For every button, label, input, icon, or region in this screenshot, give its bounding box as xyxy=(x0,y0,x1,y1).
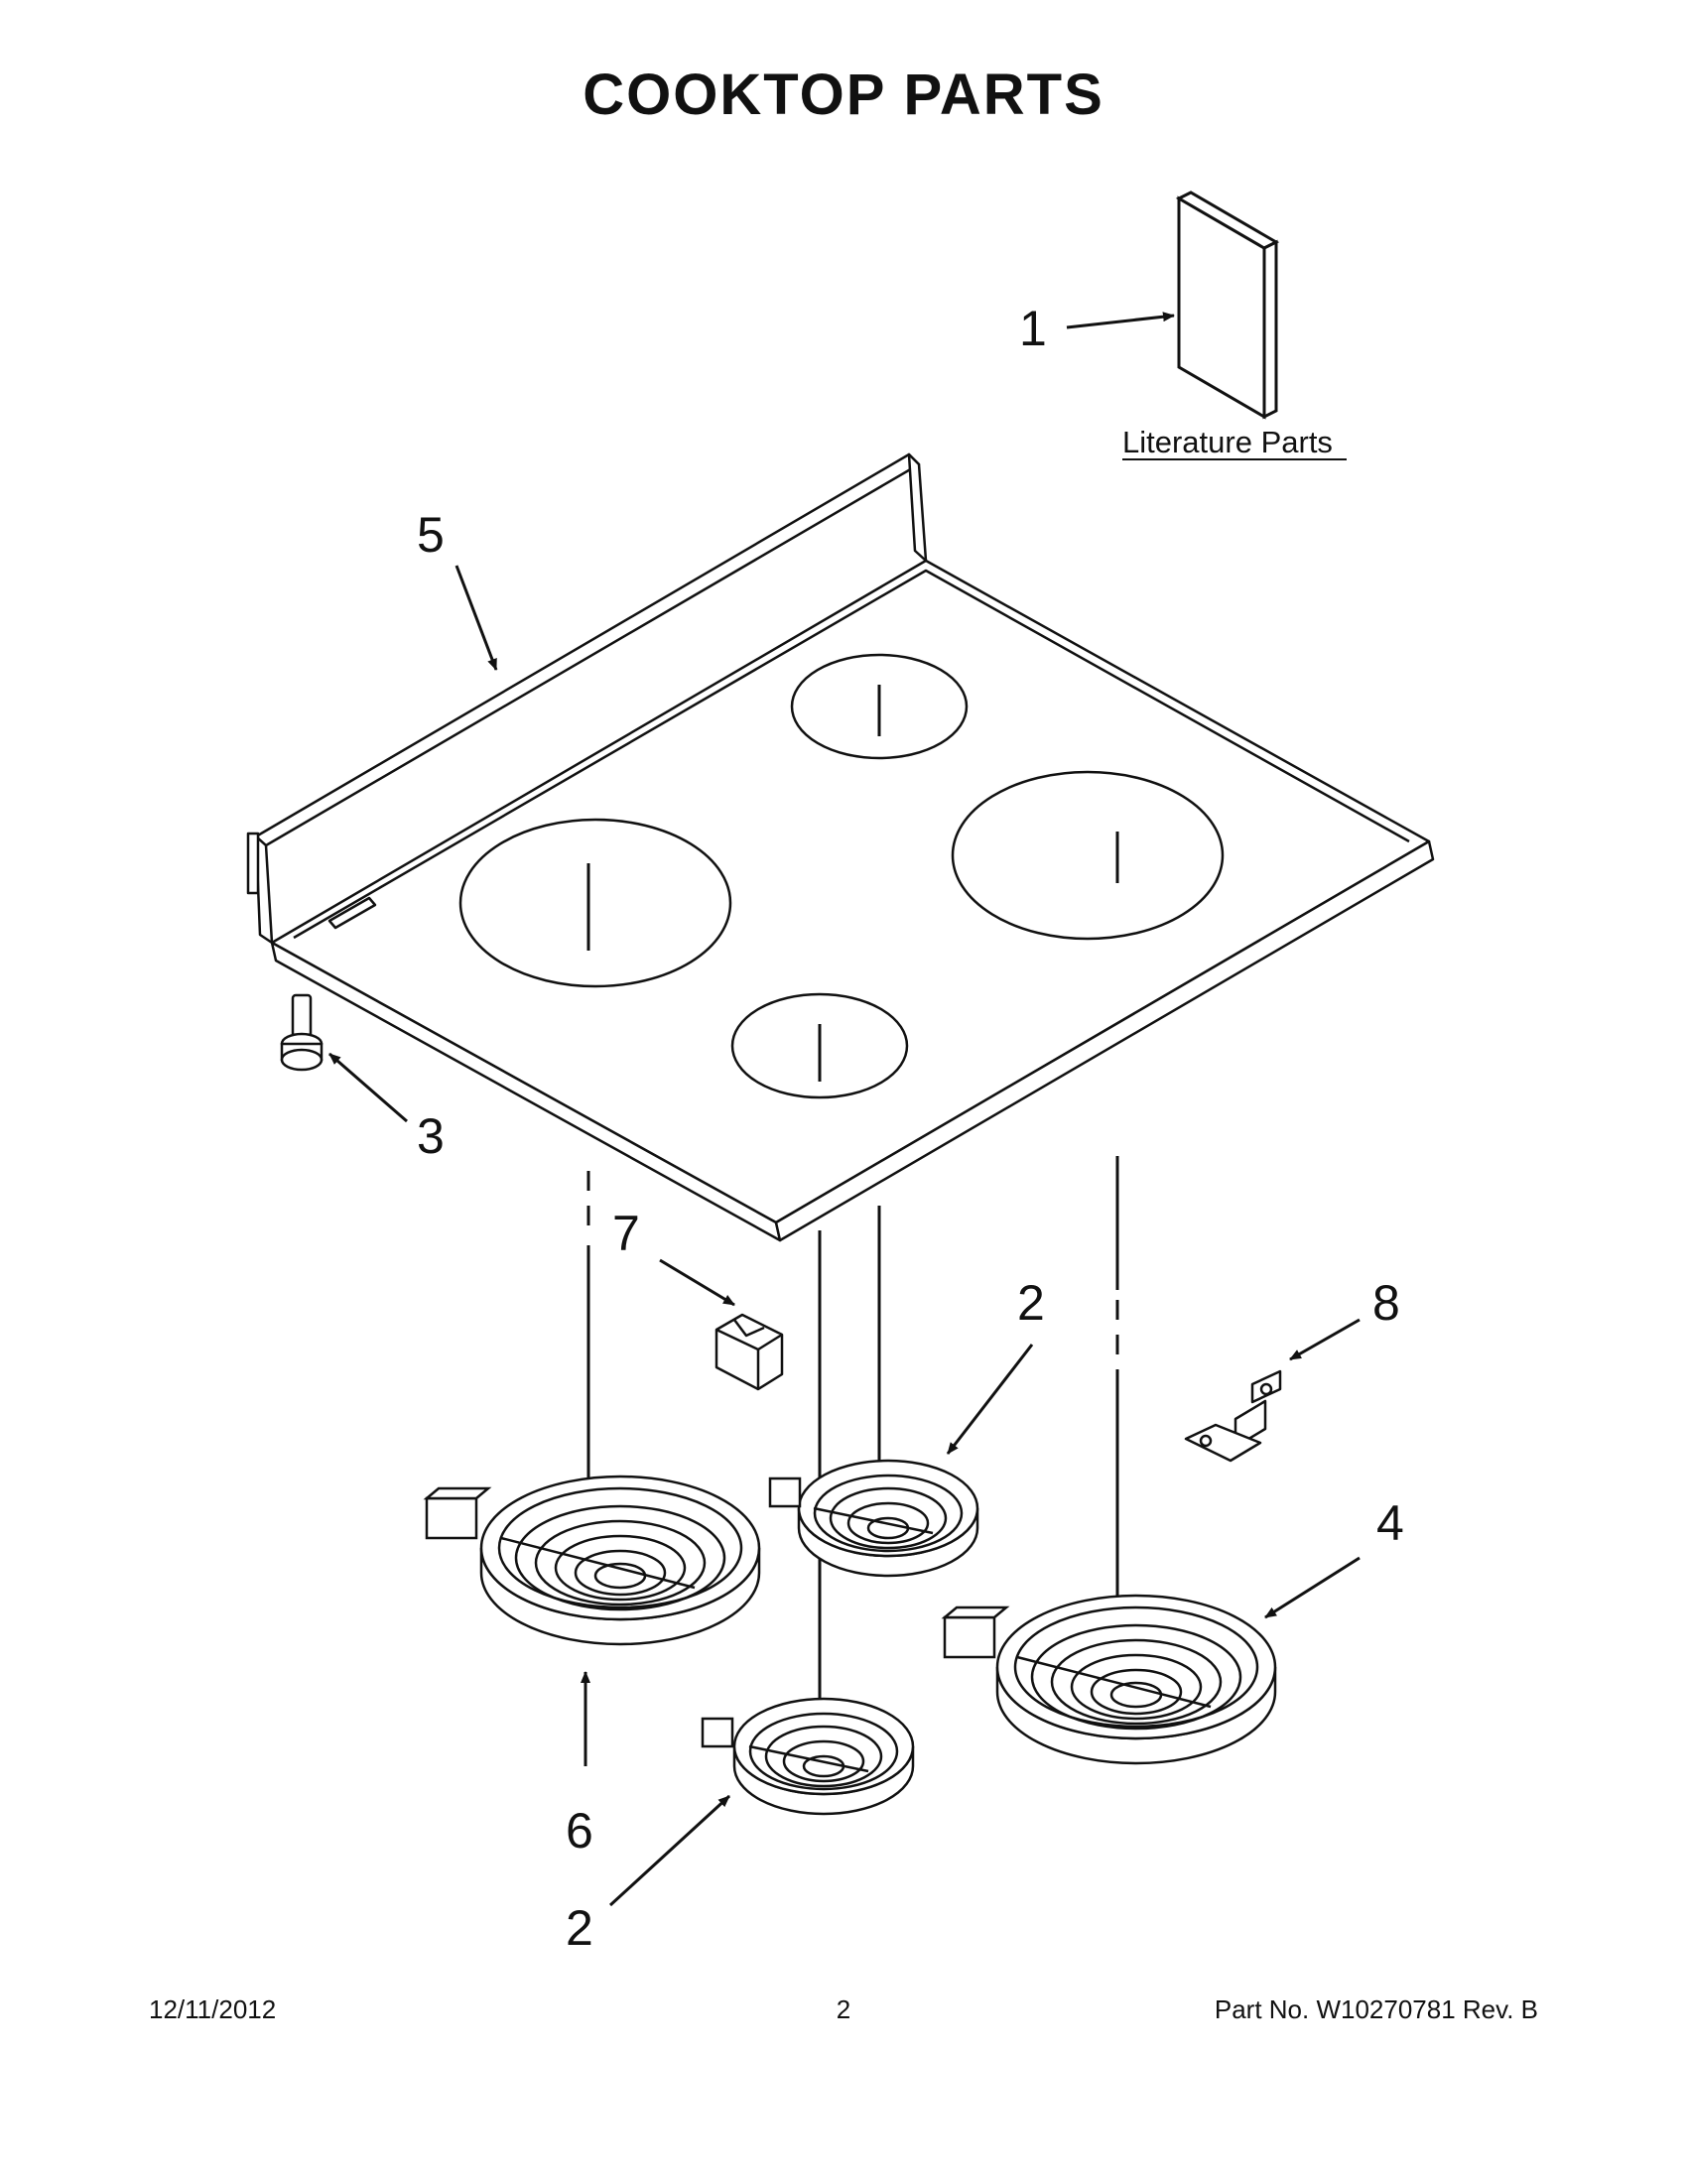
literature-parts-label: Literature Parts xyxy=(1122,425,1333,459)
footer-date: 12/11/2012 xyxy=(149,1994,277,2024)
callout-6: 6 xyxy=(566,1803,593,1859)
callout-1: 1 xyxy=(1019,301,1047,356)
element-large-right xyxy=(941,1594,1277,1765)
callout-2-lower: 2 xyxy=(566,1900,593,1956)
page-title: COOKTOP PARTS xyxy=(583,63,1104,127)
callout-2-upper: 2 xyxy=(1017,1275,1045,1331)
callout-7: 7 xyxy=(612,1206,640,1261)
burner-zone-marks xyxy=(586,685,1119,1082)
cooktop-burner-zones xyxy=(458,653,1225,1099)
callout-arrows xyxy=(328,312,1361,1907)
mounting-bracket xyxy=(1184,1369,1282,1463)
burner-zone-front-left xyxy=(458,818,732,988)
literature-booklet xyxy=(1175,191,1280,420)
callout-8: 8 xyxy=(1372,1275,1400,1331)
footer-part-number: Part No. W10270781 Rev. B xyxy=(1214,1994,1538,2024)
element-small-front xyxy=(701,1697,915,1816)
footer-page-number: 2 xyxy=(836,1994,851,2024)
cooktop-clip xyxy=(714,1313,784,1391)
element-large-left xyxy=(423,1475,761,1646)
callout-4: 4 xyxy=(1376,1495,1404,1551)
burner-switch-knob xyxy=(280,993,324,1072)
burner-zone-rear-right xyxy=(951,770,1225,941)
element-small-rear xyxy=(768,1459,979,1578)
cooktop-glass xyxy=(246,452,1435,1242)
callout-5: 5 xyxy=(417,507,445,563)
callout-3: 3 xyxy=(417,1108,445,1164)
